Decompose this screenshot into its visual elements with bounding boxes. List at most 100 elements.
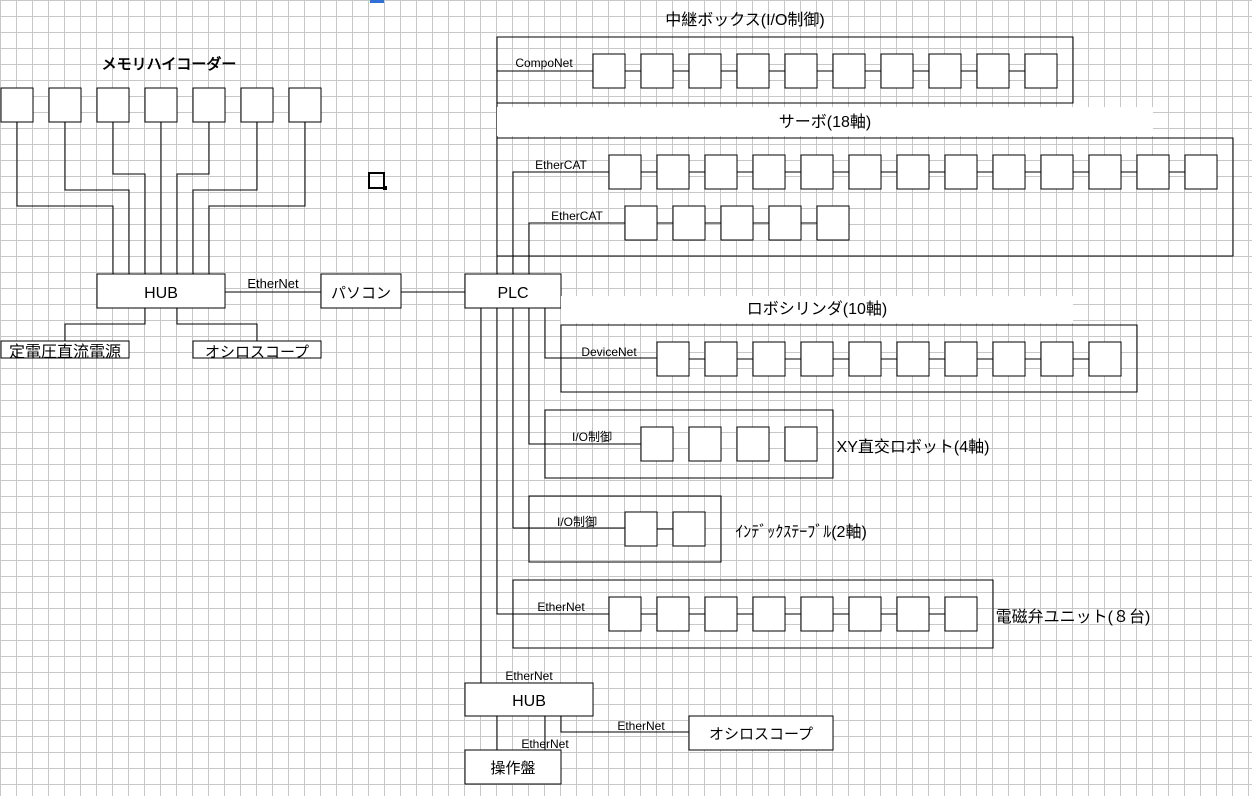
oscilloscope-left[interactable] — [192, 340, 322, 359]
solenoid-unit-box[interactable] — [896, 596, 930, 632]
relay-unit-box[interactable] — [736, 53, 770, 89]
relay-unit-box[interactable] — [928, 53, 962, 89]
xy-bus-label: I/O制御 — [572, 429, 612, 444]
hub-bottom-scope-link-label: EtherNet — [617, 719, 665, 733]
servo-bus1-unit-group — [608, 154, 1218, 190]
servo-unit-box[interactable] — [1040, 154, 1074, 190]
robo-cylinder-unit-box[interactable] — [1040, 341, 1074, 377]
recorder-channel-box[interactable] — [288, 87, 322, 123]
pc[interactable] — [320, 273, 402, 309]
recorder-channel-box[interactable] — [96, 87, 130, 123]
recorder-channel-box[interactable] — [48, 87, 82, 123]
servo-unit-box[interactable] — [672, 205, 706, 241]
relay-unit-box[interactable] — [1024, 53, 1058, 89]
relay-unit-box[interactable] — [640, 53, 674, 89]
selection-handle-icon[interactable] — [368, 172, 385, 189]
servo-unit-box[interactable] — [944, 154, 978, 190]
plc-xy-io-link — [528, 308, 641, 445]
plc-devicenet-link — [544, 308, 657, 359]
xy-robot-unit-box[interactable] — [640, 426, 674, 462]
oscilloscope-left-label: オシロスコープ — [205, 344, 309, 361]
robo-cylinder-unit-box[interactable] — [704, 341, 738, 377]
hub-bottom-label: HUB — [512, 693, 546, 710]
power-supply-label: 定電圧直流電源 — [9, 343, 121, 361]
index-table-unit-box[interactable] — [672, 511, 706, 547]
solenoid-bus-label: EtherNet — [537, 600, 585, 614]
xy-robot-unit-box[interactable] — [736, 426, 770, 462]
solenoid-unit-box[interactable] — [752, 596, 786, 632]
robo-cylinder-title: ロボシリンダ(10軸) — [747, 300, 887, 318]
robo-cylinder-unit-box[interactable] — [1088, 341, 1122, 377]
hub-left[interactable] — [96, 273, 226, 309]
solenoid-unit-box[interactable] — [656, 596, 690, 632]
servo-unit-box[interactable] — [1184, 154, 1218, 190]
relay-unit-box[interactable] — [880, 53, 914, 89]
servo-title-bar — [497, 107, 1153, 136]
robo-cylinder-unit-box[interactable] — [896, 341, 930, 377]
recorder-channel-group — [0, 87, 322, 123]
solenoid-unit-box[interactable] — [944, 596, 978, 632]
xy-robot-unit-group — [640, 426, 818, 462]
servo-unit-box[interactable] — [992, 154, 1026, 190]
recorder-channel-box[interactable] — [240, 87, 274, 123]
servo-unit-box[interactable] — [608, 154, 642, 190]
top-edge-marker — [370, 0, 384, 3]
index-table-unit-group — [624, 511, 706, 547]
relay-unit-box[interactable] — [592, 53, 626, 89]
solenoid-unit-box[interactable] — [704, 596, 738, 632]
servo-unit-box[interactable] — [720, 205, 754, 241]
robo-bus-label: DeviceNet — [581, 345, 637, 359]
hub-power-link — [64, 308, 146, 341]
hub-bottom-scope-link — [560, 716, 689, 733]
robo-cylinder-unit-box[interactable] — [800, 341, 834, 377]
hub-left-label: HUB — [144, 285, 178, 302]
recorder-channel-box[interactable] — [0, 87, 34, 123]
xy-robot-title: XY直交ロボット(4軸) — [837, 438, 990, 456]
recorder-channel-box[interactable] — [192, 87, 226, 123]
servo-title: サーボ(18軸) — [779, 113, 871, 131]
operation-panel[interactable] — [464, 749, 562, 785]
hub-bottom-panel-link-label: EtherNet — [521, 737, 569, 751]
oscilloscope-bottom-label: オシロスコープ — [709, 726, 813, 743]
robo-cylinder-title-bar — [561, 296, 1073, 323]
solenoid-unit-box[interactable] — [848, 596, 882, 632]
servo-unit-box[interactable] — [704, 154, 738, 190]
pc-label: パソコン — [331, 285, 391, 302]
plc-index-io-link — [512, 308, 625, 529]
robo-cylinder-unit-box[interactable] — [992, 341, 1026, 377]
index-table-frame — [528, 495, 722, 563]
robo-cylinder-unit-box[interactable] — [656, 341, 690, 377]
xy-robot-unit-box[interactable] — [784, 426, 818, 462]
servo-unit-box[interactable] — [1136, 154, 1170, 190]
plc-label: PLC — [497, 285, 528, 302]
servo-unit-box[interactable] — [800, 154, 834, 190]
robo-cylinder-unit-box[interactable] — [848, 341, 882, 377]
servo-unit-box[interactable] — [816, 205, 850, 241]
relay-unit-box[interactable] — [688, 53, 722, 89]
recorder-channel-box[interactable] — [144, 87, 178, 123]
solenoid-unit-box[interactable] — [800, 596, 834, 632]
recorder-cables — [16, 122, 306, 274]
solenoid-unit-box[interactable] — [608, 596, 642, 632]
hub-bottom[interactable] — [464, 682, 594, 717]
servo-unit-box[interactable] — [768, 205, 802, 241]
robo-cylinder-unit-box[interactable] — [944, 341, 978, 377]
servo-bus2-unit-group — [624, 205, 850, 241]
xy-robot-unit-box[interactable] — [688, 426, 722, 462]
servo-unit-box[interactable] — [624, 205, 658, 241]
servo-unit-box[interactable] — [656, 154, 690, 190]
oscilloscope-bottom[interactable] — [688, 715, 834, 751]
servo-unit-box[interactable] — [896, 154, 930, 190]
relay-unit-box[interactable] — [832, 53, 866, 89]
index-table-unit-box[interactable] — [624, 511, 658, 547]
power-supply[interactable] — [0, 340, 130, 359]
servo-unit-box[interactable] — [752, 154, 786, 190]
plc[interactable] — [464, 273, 562, 309]
solenoid-unit-group — [608, 596, 978, 632]
relay-unit-box[interactable] — [784, 53, 818, 89]
robo-cylinder-unit-box[interactable] — [752, 341, 786, 377]
servo-unit-box[interactable] — [848, 154, 882, 190]
servo-unit-box[interactable] — [1088, 154, 1122, 190]
relay-unit-box[interactable] — [976, 53, 1010, 89]
